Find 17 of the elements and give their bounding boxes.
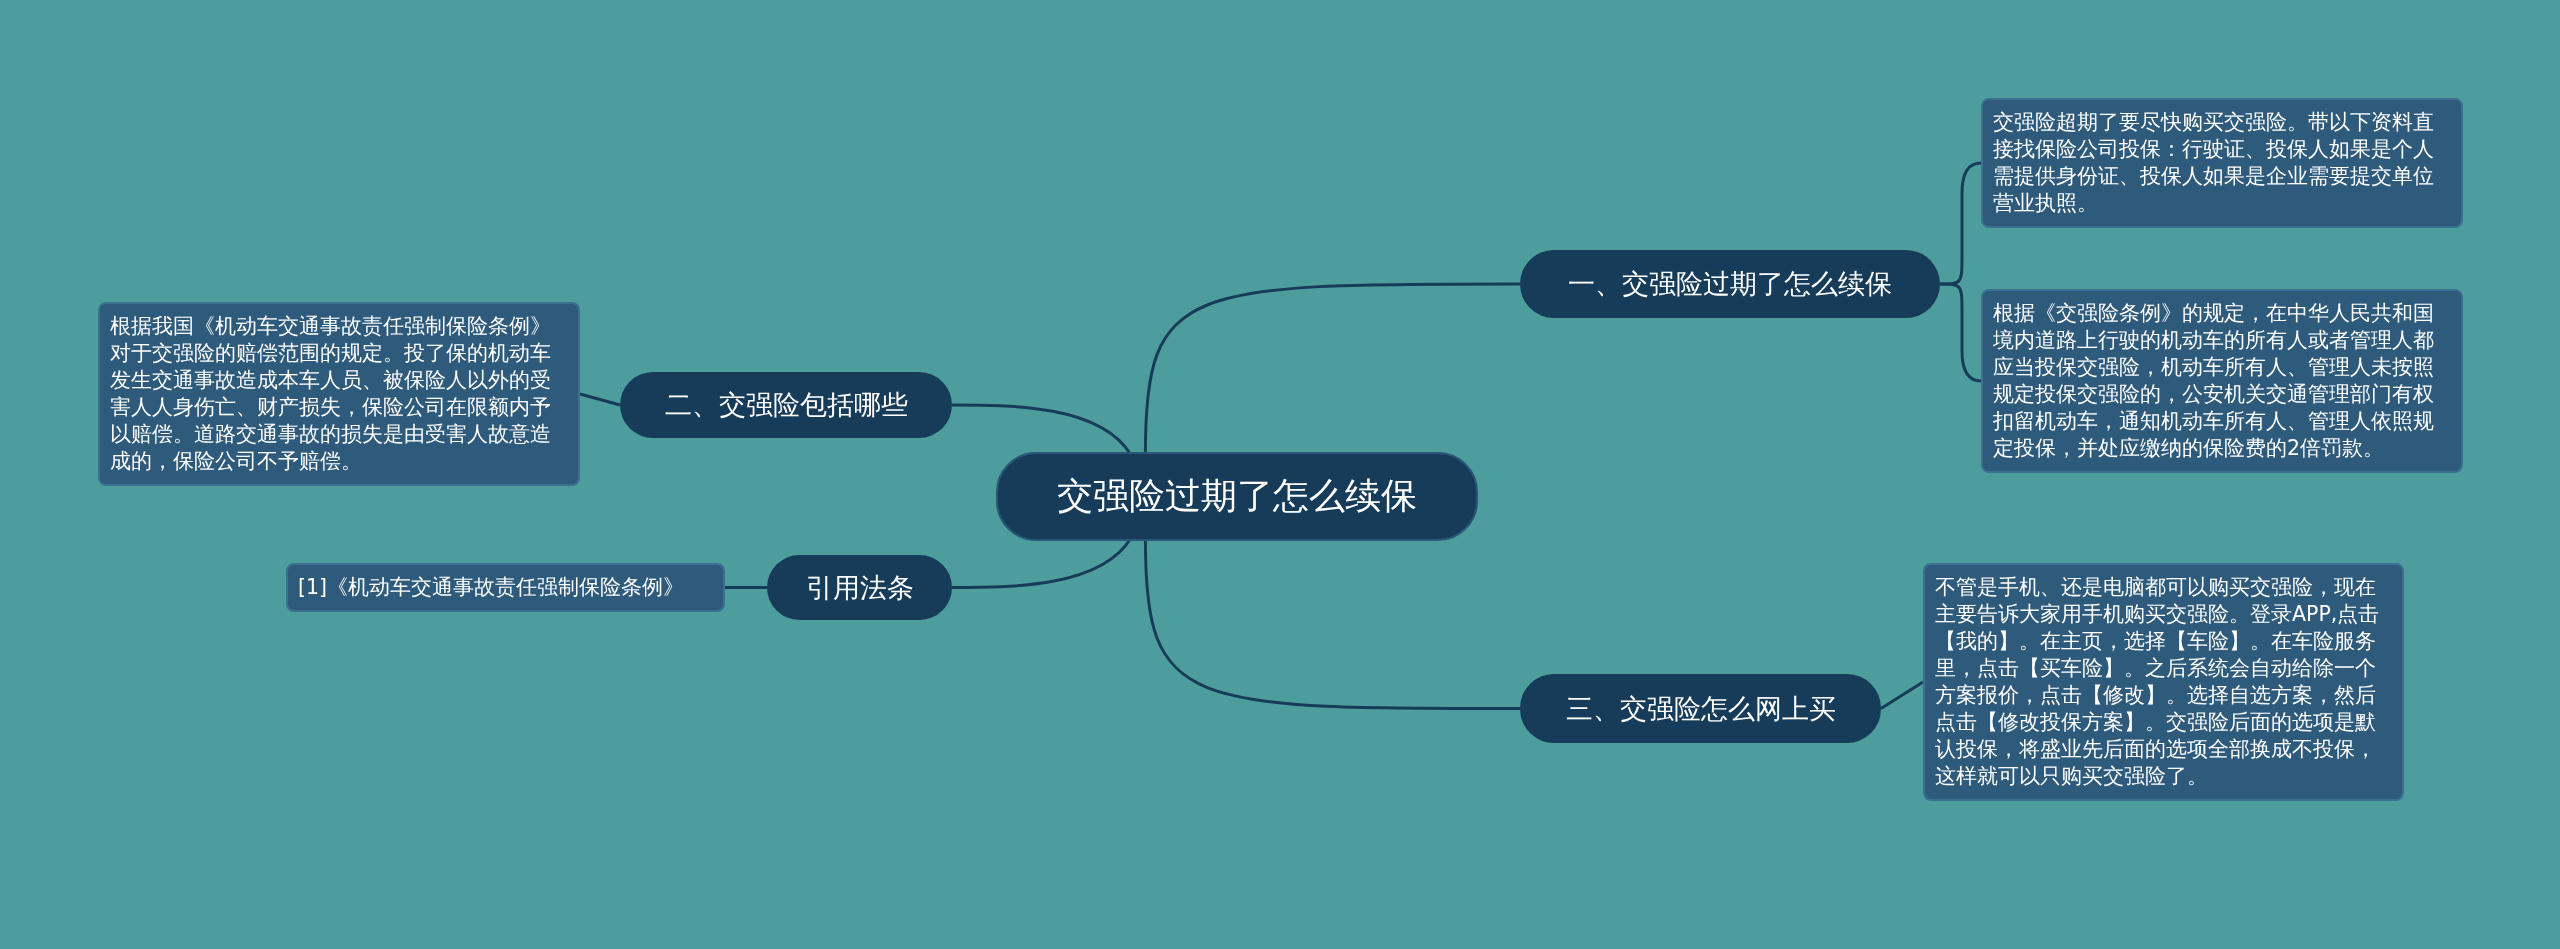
topic-box: 引用法条 [767,555,952,620]
central-topic: 交强险过期了怎么续保 [996,452,1478,541]
note-box: 不管是手机、还是电脑都可以购买交强险，现在主要告诉大家用手机购买交强险。登录APP,点击【我的】。在主页，选择【车险】。在车险服务里，点击【买车险】。之后系统会自动给除一个方案报价，点击【修改】。选择自选方案，然后点击【修改投保方案】。交强险后面的选项是默认投保，将盛业先后面的选项全部换成不投保，这样就可以只购买交强险了。 [1923,563,2404,801]
connector-line [725,586,767,589]
connector-line [1143,282,1520,453]
note-box: [1]《机动车交通事故责任强制保险条例》 [286,563,725,612]
note-box: 交强险超期了要尽快购买交强险。带以下资料直接找保险公司投保：行驶证、投保人如果是个人需提供身份证、投保人如果是企业需要提交单位营业执照。 [1981,98,2463,228]
connector-line [579,392,621,407]
connector-line [1940,282,1982,383]
connector-line [1940,161,1982,286]
note-box: 根据我国《机动车交通事故责任强制保险条例》对于交强险的赔偿范围的规定。投了保的机动车发生交通事故造成本车人员、被保险人以外的受害人人身伤亡、财产损失，保险公司在限额内予以赔偿。道路交通事故的损失是由受害人故意造成的，保险公司不予赔偿。 [98,302,580,486]
topic-box: 一、交强险过期了怎么续保 [1520,250,1940,318]
topic-box: 二、交强险包括哪些 [620,372,952,438]
topic-box: 三、交强险怎么网上买 [1520,674,1881,743]
note-box: 根据《交强险条例》的规定，在中华人民共和国境内道路上行驶的机动车的所有人或者管理人都应当投保交强险，机动车所有人、管理人未按照规定投保交强险的，公安机关交通管理部门有权扣留机动车，通知机动车所有人、管理人依照规定投保，并处应缴纳的保险费的2倍罚款。 [1981,289,2463,473]
connector-line [1143,540,1520,710]
connector-line [1880,680,1924,710]
